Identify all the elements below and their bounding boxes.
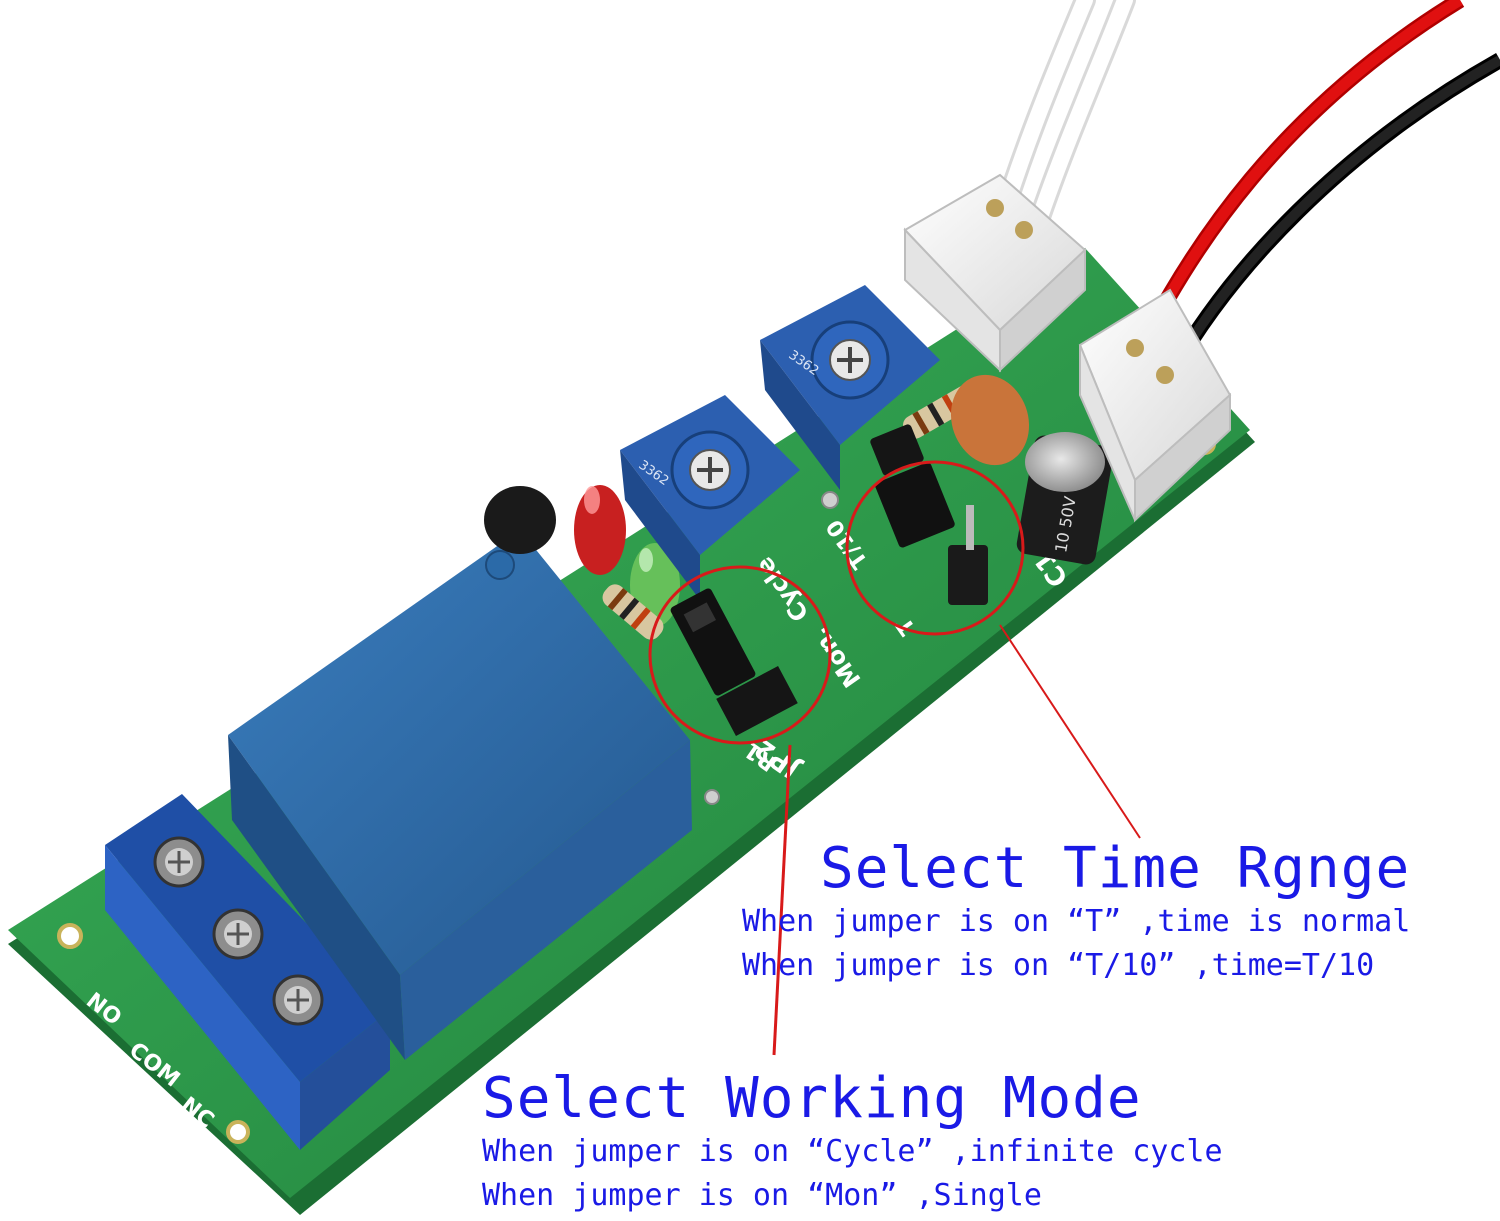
- connector-top: [903, 173, 1087, 373]
- working-mode-line-1: When jumper is on “Cycle” ,infinite cycl…: [482, 1134, 1223, 1169]
- time-range-line-2: When jumper is on “T/10” ,time=T/10: [742, 948, 1375, 983]
- connector-bottom: [1078, 288, 1232, 523]
- time-range-callout: Select Time Rgnge When jumper is on “T” …: [742, 838, 1410, 988]
- terminal-block: [105, 794, 390, 1150]
- resistor: [602, 584, 664, 640]
- time-range-title: Select Time Rgnge: [820, 836, 1411, 901]
- mode-jumper-circle: [648, 565, 832, 745]
- time-jumper-circle: [845, 460, 1025, 636]
- white-wire-pair: [993, 0, 1136, 243]
- mounting-hole: [57, 923, 83, 949]
- electrolytic-capacitor: 10 50V: [1016, 432, 1114, 565]
- potentiometer-right: 3362: [760, 285, 940, 490]
- mode-jumper: [670, 588, 798, 736]
- red-led: [574, 485, 626, 575]
- relay: [228, 530, 692, 1060]
- transistor: [484, 486, 556, 554]
- potentiometer-left: 3362: [620, 395, 800, 600]
- terminal-screw: [212, 908, 264, 960]
- working-mode-title: Select Working Mode: [482, 1066, 1142, 1131]
- working-mode-line-2: When jumper is on “Mon” ,Single: [482, 1178, 1042, 1213]
- time-jumper: [870, 424, 988, 605]
- mode-leader-line: [772, 744, 792, 1056]
- terminal-screw: [153, 836, 205, 888]
- mounting-hole: [226, 1120, 250, 1144]
- red-black-wire-pair: [1132, 0, 1500, 376]
- terminal-screw: [272, 974, 324, 1026]
- time-leader-line: [999, 624, 1141, 839]
- time-range-line-1: When jumper is on “T” ,time is normal: [742, 904, 1411, 939]
- working-mode-callout: Select Working Mode When jumper is on “C…: [482, 1068, 1223, 1218]
- ceramic-capacitor: [950, 374, 1030, 466]
